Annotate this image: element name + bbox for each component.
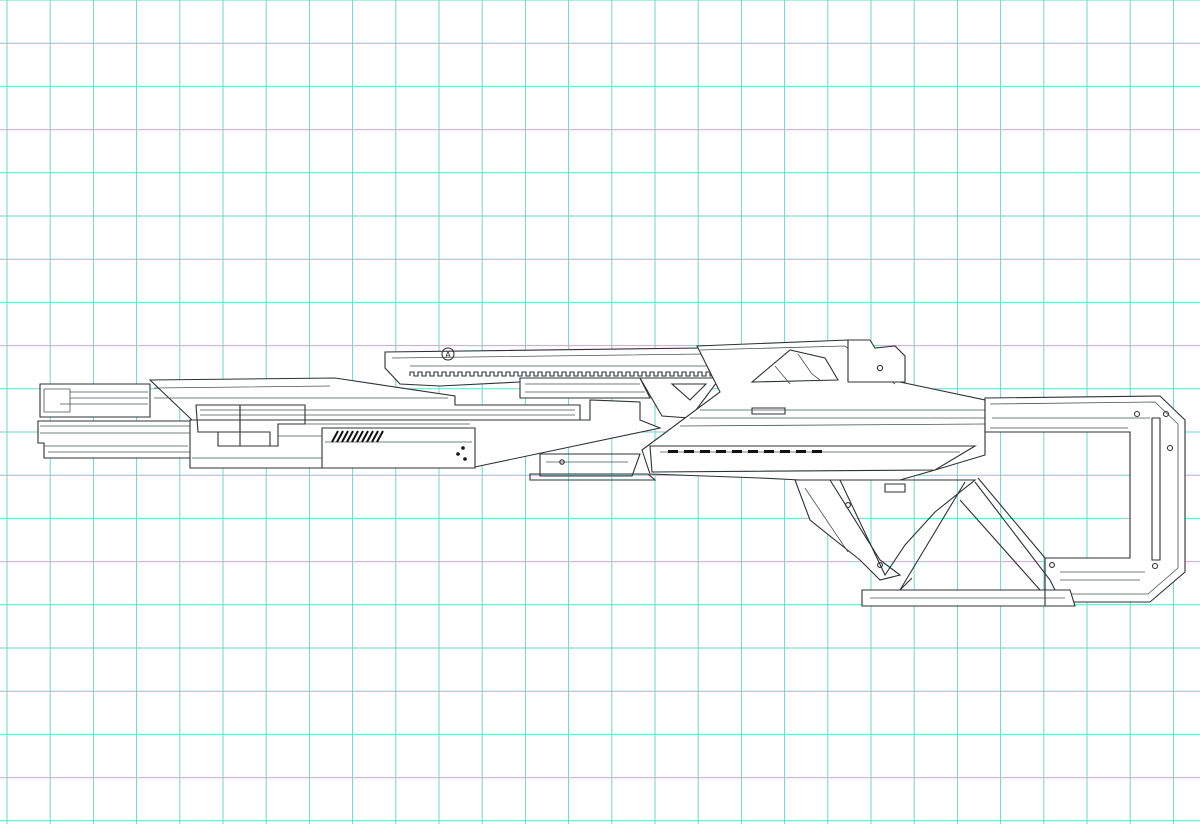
indicator-dash — [732, 450, 742, 453]
ammo-indicator-dashes — [668, 450, 822, 453]
pistol-grip-frame — [794, 477, 1076, 607]
hazard-stripe — [336, 430, 344, 443]
indicator-dash — [748, 450, 758, 453]
hazard-stripe — [341, 430, 349, 443]
indicator-dash — [812, 450, 822, 453]
indicator-dash — [764, 450, 774, 453]
hazard-stripe — [376, 430, 384, 443]
hazard-stripe — [366, 430, 374, 443]
indicator-dash — [780, 450, 790, 453]
hazard-stripe — [331, 430, 339, 443]
rail-teeth — [409, 371, 714, 377]
hazard-stripe — [351, 430, 359, 443]
indicator-dash — [700, 450, 710, 453]
hazard-stripe — [346, 430, 354, 443]
hazard-stripe — [361, 430, 369, 443]
indicator-dash — [684, 450, 694, 453]
indicator-dash — [668, 450, 678, 453]
emblem-letter: A — [445, 351, 451, 360]
indicator-dash — [716, 450, 726, 453]
hazard-stripe — [356, 430, 364, 443]
rifle-line-art: A — [37, 339, 1186, 607]
hazard-stripe — [371, 430, 379, 443]
barrel-shroud — [148, 377, 662, 469]
muzzle-brake — [37, 383, 193, 459]
receiver — [529, 339, 986, 481]
hazard-stripe-decal — [331, 430, 384, 443]
indicator-dash — [796, 450, 806, 453]
